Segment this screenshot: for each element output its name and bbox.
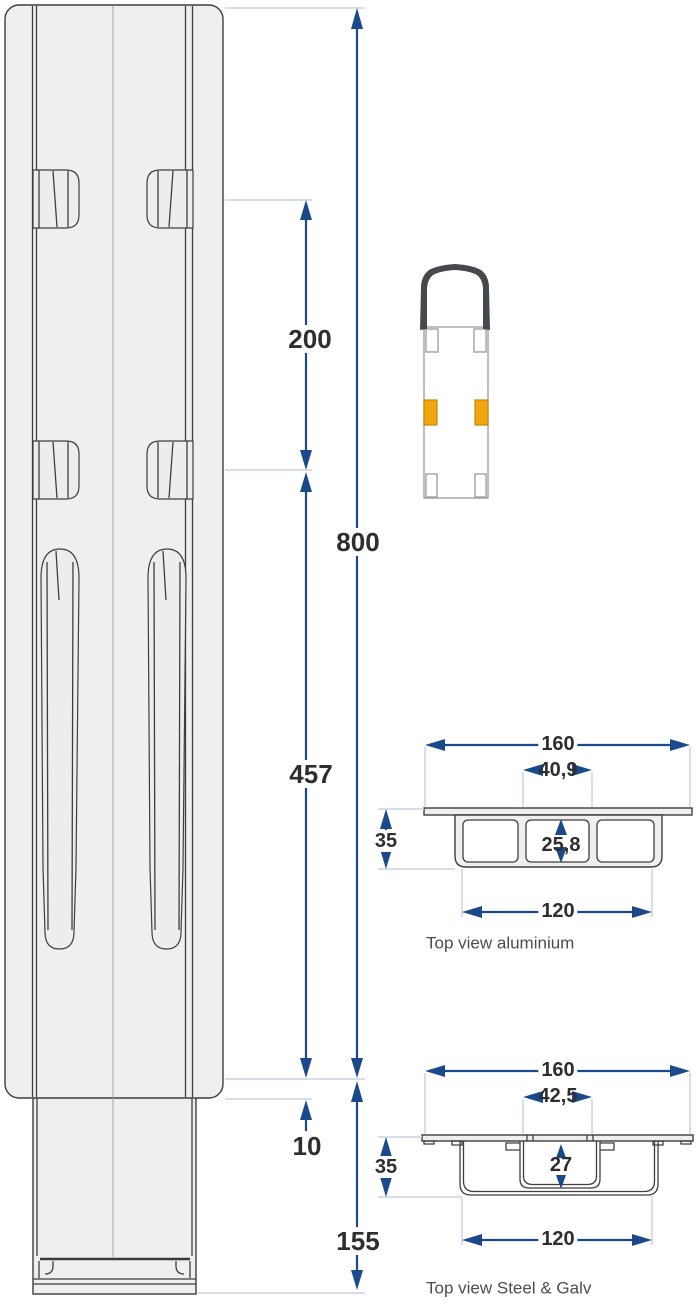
- long-slot-detail: [46, 550, 74, 931]
- steel-inner-channel: [519, 1141, 601, 1189]
- dim-label-155: 155: [333, 1227, 383, 1255]
- aluminium-cross-section-drawing: [423, 807, 693, 868]
- base-detail-lines: [33, 1261, 196, 1285]
- arrow-right-icon: [572, 1091, 592, 1103]
- post-base-detail: [33, 1257, 196, 1285]
- arrow-up-icon: [300, 1100, 312, 1120]
- arrow-right-icon: [670, 739, 690, 751]
- arrow-left-icon: [523, 1091, 543, 1103]
- steel-outer-channel: [459, 1141, 659, 1196]
- dim-label-steel-slot-height: 27: [549, 1154, 573, 1176]
- post-body: [4, 4, 224, 1099]
- arrow-right-icon: [632, 1234, 652, 1246]
- arrow-right-icon: [670, 1065, 690, 1077]
- post-extension-lines: [198, 7, 365, 1294]
- arrow-up-icon: [555, 819, 567, 835]
- arrow-down-icon: [380, 849, 392, 869]
- side-view-slot-bottom-left: [425, 473, 438, 498]
- arrow-left-icon: [425, 1065, 445, 1077]
- post-foot-edge-lines: [36, 1098, 193, 1256]
- arrow-up-icon: [300, 200, 312, 220]
- dimension-lines: [300, 8, 690, 1290]
- arrow-down-icon: [351, 1270, 363, 1290]
- dim-label-steel-depth: 35: [371, 1156, 401, 1178]
- arrow-down-icon: [556, 1175, 566, 1189]
- reflective-sticker-left: [423, 399, 438, 426]
- alu-cell-right: [596, 819, 655, 863]
- short-slot-detail: [38, 441, 69, 499]
- steel-flange: [421, 1134, 694, 1142]
- alu-flange: [423, 807, 693, 816]
- arrow-right-icon: [632, 906, 652, 918]
- short-slot-detail: [157, 441, 188, 499]
- dim-label-alu-slot-width: 40,9: [538, 759, 578, 781]
- steel-extension-lines: [378, 1073, 691, 1245]
- short-slot-detail: [38, 170, 69, 228]
- dim-label-alu-base-width: 120: [538, 900, 578, 922]
- dim-label-200: 200: [285, 325, 335, 353]
- steel-hook-tabs: [505, 1142, 615, 1151]
- arrow-up-icon: [380, 809, 392, 829]
- caption-aluminium: Top view aluminium: [426, 933, 575, 953]
- alu-extension-lines: [378, 747, 691, 917]
- caption-steel: Top view Steel & Galv: [426, 1278, 592, 1298]
- dim-label-steel-slot-width: 42,5: [538, 1085, 578, 1107]
- arrow-down-icon: [300, 450, 312, 470]
- post-foot: [32, 1079, 197, 1295]
- short-slot-pair-upper: [32, 169, 194, 229]
- arrow-left-icon: [523, 764, 543, 776]
- dim-label-steel-base-width: 120: [538, 1228, 578, 1250]
- long-slot-pair: [40, 548, 187, 950]
- long-slot: [147, 548, 187, 950]
- steel-cross-section-drawing: [421, 1134, 694, 1196]
- dim-label-alu-depth: 35: [371, 830, 401, 852]
- arrow-up-icon: [300, 472, 312, 492]
- arrow-left-icon: [425, 739, 445, 751]
- long-slot-detail: [153, 550, 181, 931]
- arrow-down-icon: [555, 847, 567, 863]
- post-front-view: [4, 4, 224, 1295]
- steel-outer-channel-inner: [462, 1141, 656, 1193]
- arrow-left-icon: [462, 1234, 482, 1246]
- side-view-slot-top-left: [425, 328, 439, 353]
- alu-cell-left: [462, 819, 519, 863]
- arrow-up-icon: [351, 1081, 363, 1102]
- arrow-down-icon: [380, 1177, 392, 1197]
- short-slot-pair-lower: [32, 440, 194, 500]
- dim-label-alu-width: 160: [538, 733, 578, 755]
- dim-label-alu-slot-height: 25,8: [541, 834, 581, 856]
- arrow-down-icon: [351, 1058, 363, 1078]
- dim-label-457: 457: [286, 760, 336, 788]
- steel-flange-joints: [526, 1135, 594, 1141]
- alu-cell-middle: [525, 819, 590, 863]
- arrow-down-icon: [300, 1058, 312, 1078]
- post-edge-lines: [31, 6, 194, 1097]
- arrow-left-icon: [462, 906, 482, 918]
- arrow-up-icon: [556, 1144, 566, 1158]
- side-view-slot-bottom-right: [474, 473, 487, 498]
- sign-clip-cap: [420, 264, 490, 330]
- arrow-right-icon: [572, 764, 592, 776]
- dim-label-10: 10: [292, 1131, 322, 1161]
- long-slot: [40, 548, 80, 950]
- dim-label-800: 800: [333, 528, 383, 556]
- arrow-up-icon: [351, 8, 363, 29]
- reflective-sticker-right: [474, 399, 489, 426]
- short-slot-detail: [157, 170, 188, 228]
- arrow-up-icon: [380, 1137, 392, 1157]
- steel-flange-tabs: [423, 1140, 692, 1146]
- dim-label-steel-width: 160: [538, 1059, 578, 1081]
- side-view-slot-top-right: [473, 328, 487, 353]
- extension-lines: [198, 7, 691, 1294]
- post-side-view: [420, 264, 490, 499]
